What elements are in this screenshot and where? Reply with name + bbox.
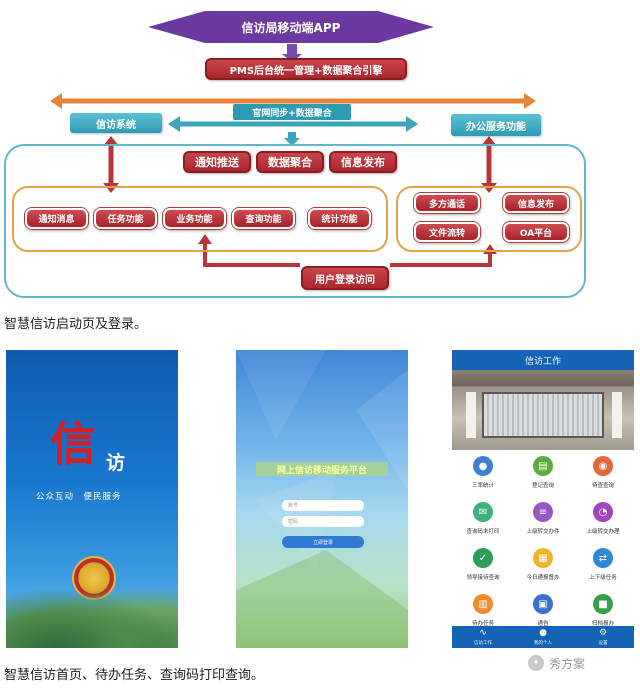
- grid-item-label: 待查查询: [591, 483, 614, 489]
- tab-label: 信访工作: [474, 641, 492, 646]
- watermark: ✦ 秀方案: [528, 652, 626, 674]
- splash-screen: 信 访 公众互动 便民服务: [6, 350, 178, 648]
- grid-item-label: 归档报办: [591, 621, 614, 627]
- caption-top: 智慧信访启动页及登录。: [4, 317, 148, 332]
- module-conference-call: 多方通话: [414, 193, 480, 213]
- grid-item[interactable]: ▥ 待办任务: [453, 592, 513, 638]
- outer-frame: [4, 144, 586, 298]
- person-icon: ●: [539, 628, 547, 638]
- swap-icon: ⇄: [593, 548, 613, 568]
- architecture-diagram: 信访局移动端APP PMS后台统一管理+数据聚合引擎 信访系统 官网同步+数据聚…: [0, 0, 600, 302]
- watermark-text: 秀方案: [549, 656, 586, 671]
- diagram-connectors: [50, 11, 536, 267]
- login-button[interactable]: 立即登录: [282, 536, 364, 548]
- grid-item[interactable]: ■ 归档报办: [573, 592, 633, 638]
- tab-item[interactable]: ∿ 信访工作: [453, 626, 513, 648]
- splash-logo-char: 信: [50, 417, 96, 471]
- grid-item[interactable]: ▦ 今日通报督办: [513, 546, 573, 592]
- petition-modules-frame: [12, 186, 388, 252]
- office-service-box: 办公服务功能: [451, 114, 541, 136]
- grid-item[interactable]: ≡ 上级转交办件: [513, 500, 573, 546]
- module-oa-platform: OA平台: [503, 222, 569, 242]
- petition-system-box: 信访系统: [70, 113, 162, 133]
- box-icon: ■: [593, 594, 613, 614]
- notify-push-button: 通知推送: [183, 151, 251, 173]
- grid-item-label: 领导接待查询: [466, 575, 500, 581]
- book-icon: ▣: [533, 594, 553, 614]
- tab-label: 我的个人: [534, 641, 552, 646]
- grid-item[interactable]: ◉ 待查查询: [573, 454, 633, 500]
- tab-item[interactable]: ● 我的个人: [513, 626, 573, 648]
- grid-item-label: 上级转交办件: [526, 529, 560, 535]
- password-field[interactable]: 密码: [282, 516, 364, 527]
- bottom-tab-bar: ∿ 信访工作 ● 我的个人 ⚙ 设置: [452, 626, 634, 648]
- sync-label: 官网同步+数据聚合: [233, 104, 351, 120]
- module-statistics: 统计功能: [308, 208, 371, 229]
- info-publish-button: 信息发布: [329, 151, 397, 173]
- module-notice: 通知消息: [25, 208, 88, 229]
- gear-icon: ⚙: [598, 628, 608, 638]
- pulse-icon: ∿: [479, 628, 487, 638]
- home-header: 信访工作: [452, 350, 634, 370]
- login-connector-right: [390, 250, 492, 267]
- mail-icon: ✉: [473, 502, 493, 522]
- module-info-publish: 信息发布: [503, 193, 569, 213]
- module-query: 查询功能: [232, 208, 295, 229]
- user-login-box: 用户登录访问: [301, 266, 389, 290]
- app-title: 信访局移动端APP: [241, 20, 341, 35]
- location-icon: ◉: [593, 456, 613, 476]
- splash-logo-char-small: 访: [106, 452, 126, 474]
- grid-item-label: 三率统计: [471, 483, 494, 489]
- grid-item-label: 查询码未打印: [466, 529, 500, 535]
- tab-item[interactable]: ⚙ 设置: [573, 626, 633, 648]
- grid-item[interactable]: ▤ 登记查询: [513, 454, 573, 500]
- pie-icon: ◔: [593, 502, 613, 522]
- grid-item-label: 上级转交办理: [586, 529, 620, 535]
- grid-item-label: 通告: [537, 621, 549, 627]
- plaque-right: [612, 392, 622, 438]
- down-arrow-purple: [282, 44, 302, 62]
- grid-icon: ▥: [473, 594, 493, 614]
- grid-item[interactable]: ⇄ 上下级任务: [573, 546, 633, 592]
- grid-item[interactable]: ◔ 上级转交办理: [573, 500, 633, 546]
- app-title-shape: [148, 11, 434, 43]
- grid-item[interactable]: ✉ 查询码未打印: [453, 500, 513, 546]
- grid-item-label: 今日通报督办: [526, 575, 560, 581]
- grid-item[interactable]: ● 三率统计: [453, 454, 513, 500]
- pms-engine-box: PMS后台统一管理+数据聚合引擎: [205, 58, 407, 80]
- grid-item-label: 登记查询: [531, 483, 554, 489]
- username-field[interactable]: 账号: [282, 500, 364, 511]
- gate-image: [482, 392, 604, 438]
- module-business: 业务功能: [163, 208, 226, 229]
- splash-slogan: 公众互动 便民服务: [36, 492, 122, 502]
- plaque-left: [466, 392, 476, 438]
- module-file-flow: 文件流转: [414, 222, 480, 242]
- grid-item[interactable]: ✓ 领导接待查询: [453, 546, 513, 592]
- grid-item[interactable]: ▣ 通告: [513, 592, 573, 638]
- document-icon: ▤: [533, 456, 553, 476]
- list-icon: ≡: [533, 502, 553, 522]
- hills-decoration: [6, 588, 178, 648]
- tab-label: 设置: [598, 641, 608, 646]
- building-photo: [452, 370, 634, 450]
- office-modules-frame: [396, 186, 582, 252]
- data-aggregation-button: 数据聚合: [256, 151, 324, 173]
- module-task: 任务功能: [94, 208, 157, 229]
- wechat-icon: ✦: [528, 655, 544, 671]
- people-icon: ●: [473, 456, 493, 476]
- grid-item-label: 上下级任务: [589, 575, 617, 581]
- login-screen: 网上信访移动服务平台 账号 密码 立即登录: [236, 350, 408, 648]
- caption-bottom: 智慧信访首页、待办任务、查询码打印查询。: [4, 668, 265, 683]
- check-icon: ✓: [473, 548, 493, 568]
- login-connector-left: [203, 240, 300, 267]
- calendar-icon: ▦: [533, 548, 553, 568]
- login-title: 网上信访移动服务平台: [256, 462, 388, 476]
- home-screen: 信访工作 ● 三率统计 ▤ 登记查询 ◉ 待查查询 ✉ 查询码未打印 ≡ 上级转交办件 ◔ 上级转交办…: [452, 350, 634, 648]
- grid-item-label: 待办任务: [471, 621, 494, 627]
- login-background-art: [236, 350, 408, 648]
